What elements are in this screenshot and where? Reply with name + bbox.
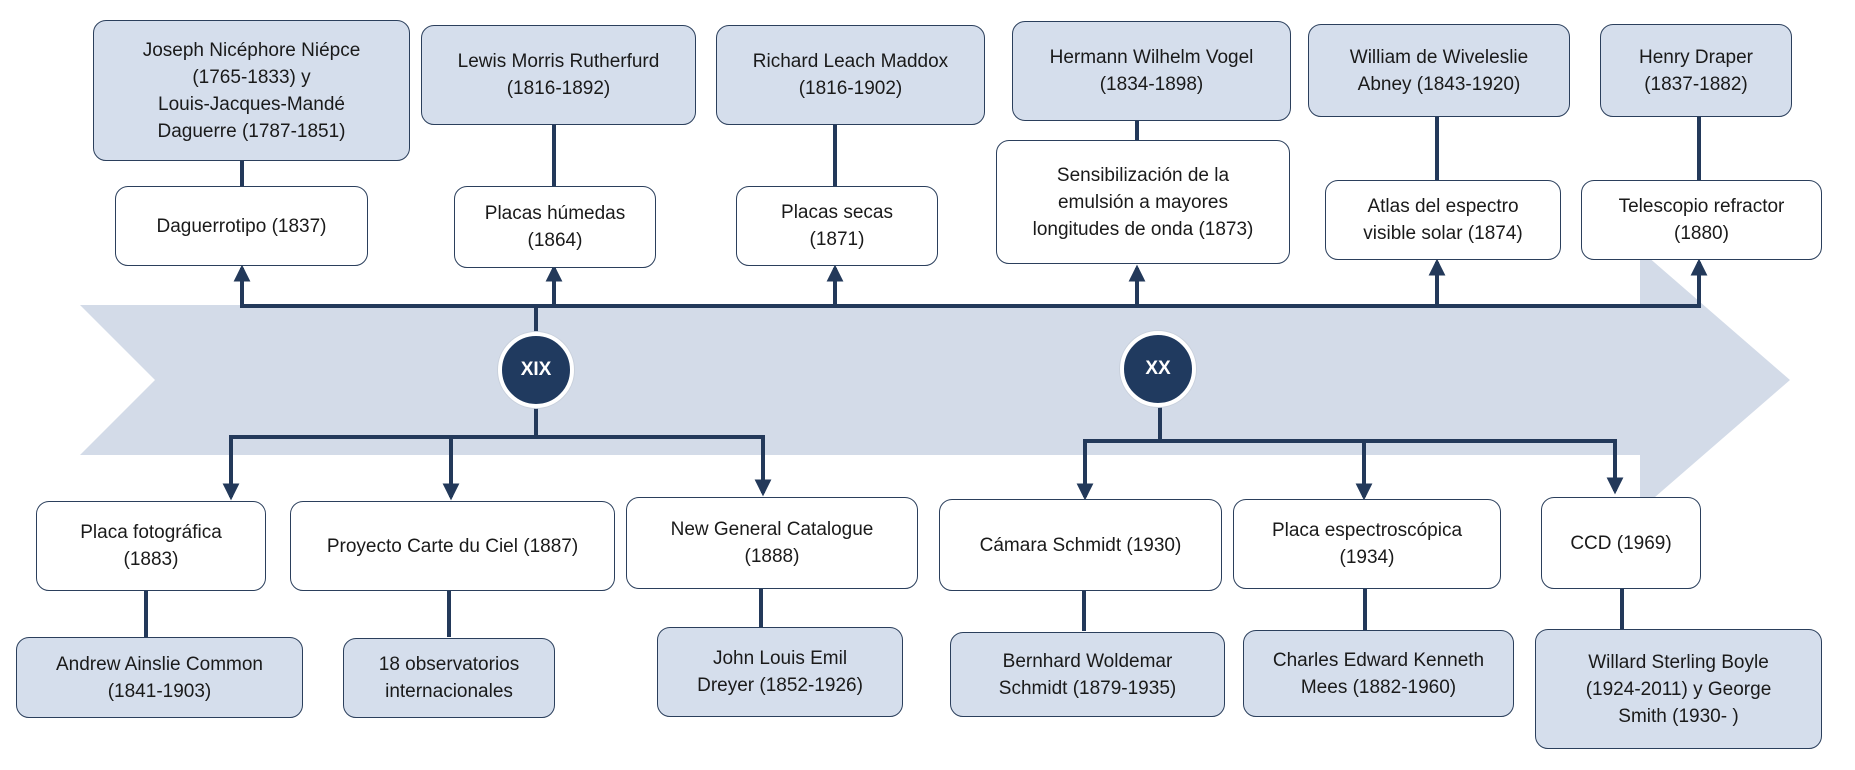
event-box-sensibilizacion: Sensibilización de la emulsión a mayores… xyxy=(996,140,1290,264)
event-box-placas-humedas: Placas húmedas (1864) xyxy=(454,186,656,268)
person-box-draper: Henry Draper (1837-1882) xyxy=(1600,24,1792,117)
person-box-dreyer: John Louis Emil Dreyer (1852-1926) xyxy=(657,627,903,717)
event-box-carte-du-ciel: Proyecto Carte du Ciel (1887) xyxy=(290,501,615,591)
person-box-vogel: Hermann Wilhelm Vogel (1834-1898) xyxy=(1012,21,1291,121)
person-box-rutherfurd: Lewis Morris Rutherfurd (1816-1892) xyxy=(421,25,696,125)
timeline-arrow-band xyxy=(80,250,1790,510)
person-box-abney: William de Wiveleslie Abney (1843-1920) xyxy=(1308,24,1570,117)
event-box-placa-fotografica: Placa fotográfica (1883) xyxy=(36,501,266,591)
person-box-boyle-smith: Willard Sterling Boyle (1924-2011) y Geo… xyxy=(1535,629,1822,749)
person-box-mees: Charles Edward Kenneth Mees (1882-1960) xyxy=(1243,630,1514,717)
event-box-atlas-espectro: Atlas del espectro visible solar (1874) xyxy=(1325,180,1561,260)
person-box-observatorios: 18 observatorios internacionales xyxy=(343,638,555,718)
person-box-common: Andrew Ainslie Common (1841-1903) xyxy=(16,637,303,718)
event-box-new-general-catalogue: New General Catalogue (1888) xyxy=(626,497,918,589)
person-box-schmidt: Bernhard Woldemar Schmidt (1879-1935) xyxy=(950,632,1225,717)
event-box-placas-secas: Placas secas (1871) xyxy=(736,186,938,266)
century-marker-xx: XX xyxy=(1120,331,1196,407)
century-marker-xix: XIX xyxy=(498,332,574,408)
event-box-ccd: CCD (1969) xyxy=(1541,497,1701,589)
event-box-placa-espectroscopica: Placa espectroscópica (1934) xyxy=(1233,499,1501,589)
event-box-telescopio: Telescopio refractor (1880) xyxy=(1581,180,1822,260)
person-box-maddox: Richard Leach Maddox (1816-1902) xyxy=(716,25,985,125)
event-box-daguerrotipo: Daguerrotipo (1837) xyxy=(115,186,368,266)
event-box-camara-schmidt: Cámara Schmidt (1930) xyxy=(939,499,1222,591)
person-box-niepce-daguerre: Joseph Nicéphore Niépce (1765-1833) y Lo… xyxy=(93,20,410,161)
